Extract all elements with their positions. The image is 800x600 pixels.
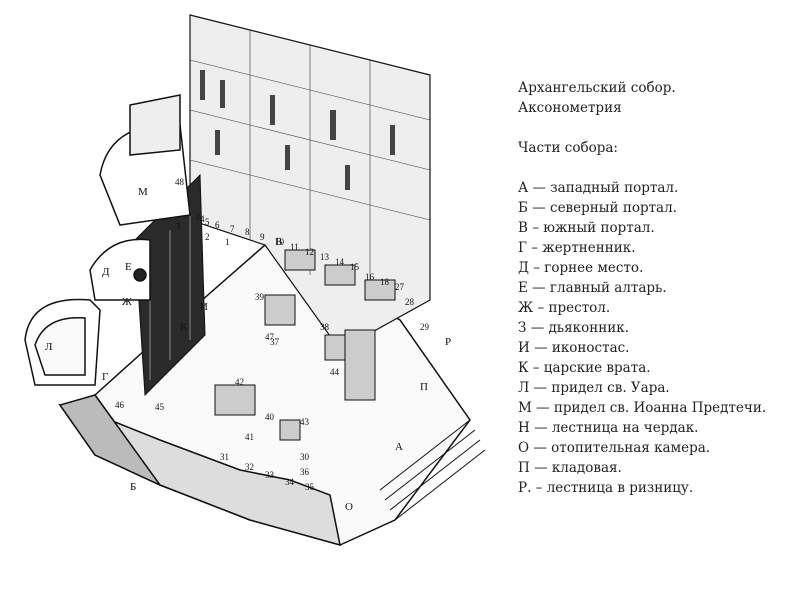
element-number-label: 9 — [260, 232, 265, 242]
title-line-1: Архангельский собор. — [518, 80, 676, 96]
plan-letter-a: А — [395, 441, 403, 453]
element-number-label: 6 — [215, 220, 220, 230]
element-number-label: 32 — [245, 462, 254, 472]
legend-item: Р. – лестница в ризницу. — [518, 480, 694, 496]
legend-item: В – южный портал. — [518, 220, 655, 236]
iconostasis — [134, 173, 206, 397]
element-number-label: 3 — [195, 212, 200, 222]
element-number-label: 11 — [290, 242, 299, 252]
plan-letter-k: К — [180, 321, 188, 333]
cathedral-axonometric-drawing: А Б В Г Д Е Ж З И К Л М О П Р 3938374442… — [24, 14, 486, 547]
plan-letter-v: В — [275, 236, 282, 248]
element-number-label: 42 — [235, 377, 244, 387]
plan-letter-l: Л — [45, 341, 53, 353]
element-number-label: 36 — [300, 467, 310, 477]
element-number-label: 40 — [265, 412, 275, 422]
legend-item: А — западный портал. — [518, 180, 679, 196]
element-number-label: 28 — [405, 297, 415, 307]
element-number-label: 15 — [350, 262, 360, 272]
element-number-label: 35 — [305, 482, 315, 492]
south-wall — [189, 14, 431, 351]
element-number-label: 5 — [205, 217, 210, 227]
element-number-label: 33 — [265, 470, 275, 480]
element-number-label: 13 — [320, 252, 330, 262]
legend-item: О — отопительная камера. — [518, 440, 711, 456]
element-number-label: 34 — [285, 477, 295, 487]
legend-item: И — иконостас. — [518, 340, 630, 356]
element-number-label: 7 — [230, 224, 235, 234]
chapel-l — [24, 298, 101, 386]
element-number-label: 29 — [420, 322, 430, 332]
element-number-label: 12 — [305, 247, 314, 257]
legend-list: А — западный портал. Б — северный портал… — [518, 178, 798, 498]
legend-item: З — дьяконник. — [518, 320, 629, 336]
legend-item: К – царские врата. — [518, 360, 651, 376]
legend-item: Ж – престол. — [518, 300, 611, 316]
legend-item: Г – жертненник. — [518, 240, 636, 256]
element-number-label: 44 — [330, 367, 340, 377]
west-steps — [379, 419, 486, 521]
plan-letter-g: Г — [102, 371, 108, 383]
element-number-label: 4 — [200, 214, 205, 224]
element-number-label: 8 — [245, 227, 250, 237]
element-number-label: 14 — [335, 257, 345, 267]
element-number-label: 1 — [225, 237, 230, 247]
plan-letter-b: Б — [130, 481, 136, 493]
legend-item: М — придел св. Иоанна Предтечи. — [518, 400, 767, 416]
legend: Архангельский собор. Аксонометрия Части … — [518, 78, 798, 498]
element-number-label: 30 — [300, 452, 310, 462]
plan-letter-zh: Ж — [122, 296, 132, 308]
element-number-label: 47 — [265, 332, 275, 342]
plan-letter-i: И — [200, 301, 208, 313]
element-number-label: 27 — [395, 282, 405, 292]
plan-letter-o: О — [345, 501, 353, 513]
legend-item: Е — главный алтарь. — [518, 280, 667, 296]
plan-letter-d: Д — [102, 266, 110, 278]
element-number-label: 16 — [365, 272, 375, 282]
plan-letter-z: З — [175, 221, 181, 233]
chapel-e — [89, 238, 151, 301]
plan-letter-e: Е — [125, 261, 132, 273]
legend-item: Б — северный портал. — [518, 200, 677, 216]
plan-letter-m: М — [138, 186, 148, 198]
element-number-label: 43 — [300, 417, 310, 427]
element-number-label: 48 — [175, 177, 185, 187]
element-number-label: 39 — [255, 292, 265, 302]
legend-item: Д – горнее место. — [518, 260, 644, 276]
chapel-m — [99, 94, 191, 226]
element-number-label: 37 — [270, 337, 280, 347]
legend-item: Л — придел св. Уара. — [518, 380, 670, 396]
element-number-label: 38 — [320, 322, 330, 332]
subtitle: Части собора: — [518, 140, 618, 156]
legend-item: П — кладовая. — [518, 460, 622, 476]
plan-letter-p: П — [420, 381, 428, 393]
element-number-label: 31 — [220, 452, 229, 462]
element-number-label: 41 — [245, 432, 254, 442]
element-number-label: 2 — [205, 232, 210, 242]
plan-letter-r: Р — [445, 336, 451, 348]
element-number-label: 18 — [380, 277, 390, 287]
interior-blocks — [214, 249, 396, 441]
element-number-label: 45 — [155, 402, 165, 412]
legend-item: Н — лестница на чердак. — [518, 420, 699, 436]
element-number-label: 10 — [275, 237, 285, 247]
title-line-2: Аксонометрия — [518, 100, 622, 116]
element-number-label: 46 — [115, 400, 125, 410]
